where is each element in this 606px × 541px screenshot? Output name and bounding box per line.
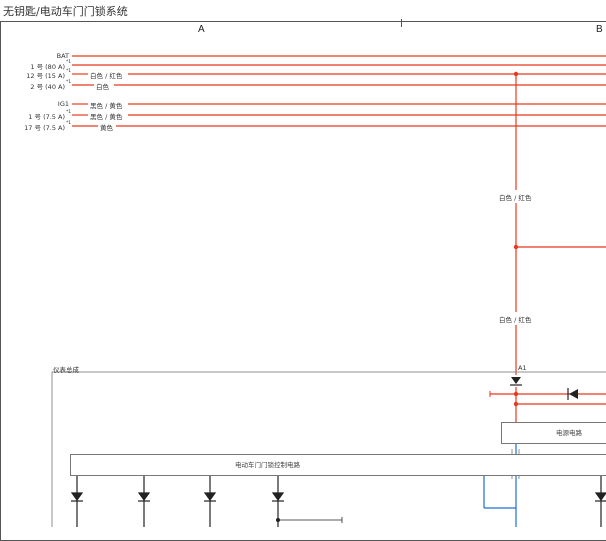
wire-color-w1b: 黑色 / 黄色 [90,113,123,121]
lock-control-circuit-label: 电动车门门锁控制电路 [235,461,300,469]
wire-color-w2: 白色 [96,83,109,91]
zone-divider-tick [401,19,402,27]
label-ig1: IG1 [57,100,69,108]
lock-control-circuit-box: 电动车门门锁控制电路 [70,454,606,476]
label-fuse12-mark: *1 [66,69,72,74]
junction-dot [513,244,519,250]
diode-a1 [510,377,522,386]
label-fuse1b-mark: *1 [66,110,72,115]
wire-color-w12: 白色 / 红色 [90,72,123,80]
diode-right [567,388,578,400]
label-fuse1: 1 号 (80 A) [30,63,65,71]
power-circuit-box: 电源电路 [501,422,606,444]
label-fuse17-mark: *1 [66,121,72,126]
module-dash-label: 仪表总成 [53,366,79,374]
wire-color-vertical-lower: 白色 / 红色 [499,316,532,324]
wire-color-w17: 黄色 [100,124,113,132]
label-fuse1-mark: *1 [66,60,72,65]
junction-dot [513,401,519,407]
wire-color-vertical-upper: 白色 / 红色 [499,194,532,202]
wiring-diagram [51,55,606,527]
zone-label-b: B [596,24,603,35]
label-fuse12: 12 号 (15 A) [26,72,65,80]
label-bat: BAT [56,52,69,60]
label-fuse2-mark: *1 [66,80,72,85]
zone-label-a: A [198,24,205,35]
junction-dot [513,391,519,397]
power-circuit-label: 电源电路 [556,429,582,437]
junction-dot [513,71,519,77]
dash-module-outline [51,371,606,527]
label-fuse17: 17 号 (7.5 A) [24,124,65,132]
diagram-title: 无钥匙/电动车门门锁系统 [3,5,128,18]
label-fuse2: 2 号 (40 A) [30,83,65,91]
wire-color-ig1: 黑色 / 黄色 [90,102,123,110]
label-fuse1b: 1 号 (7.5 A) [28,113,65,121]
connector-a1-label: A1 [518,364,527,372]
